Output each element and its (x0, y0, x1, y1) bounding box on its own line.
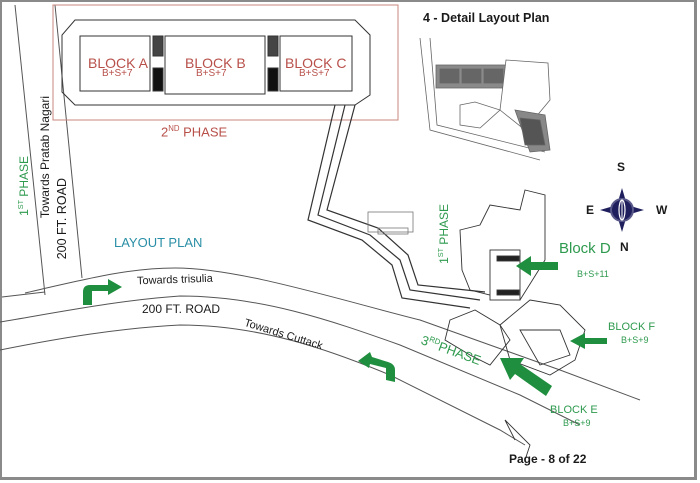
block-c-floors: B+S+7 (299, 68, 330, 79)
direction-arrows (83, 256, 607, 396)
phase-1-left-label: 1ST PHASE (16, 156, 31, 216)
compass-south: S (617, 160, 626, 174)
block-a-label: BLOCK A (88, 55, 148, 71)
page-number: Page - 8 of 22 (509, 452, 587, 466)
page-title: 4 - Detail Layout Plan (423, 11, 550, 25)
compass-rose-icon (600, 188, 644, 232)
block-f-label: BLOCK F (608, 321, 656, 333)
block-f-floors: B+S+9 (621, 335, 649, 345)
compass-north: N (620, 240, 629, 254)
block-e-floors: B+S+9 (563, 418, 591, 428)
block-b-floors: B+S+7 (196, 68, 227, 79)
block-e-label: BLOCK E (550, 404, 598, 416)
vertical-road-label: 200 FT. ROAD (55, 178, 69, 260)
horizontal-road-label: 200 FT. ROAD (142, 302, 221, 316)
compass-east: E (586, 203, 595, 217)
layout-plan-title: LAYOUT PLAN (114, 235, 203, 250)
phase-1-right-label: 1ST PHASE (436, 204, 451, 264)
road-200ft (0, 267, 641, 446)
phase-2-label: 2ND PHASE (161, 124, 228, 140)
block-b-label: BLOCK B (185, 55, 246, 71)
towards-pratab-nagari-label: Towards Pratab Nagari (38, 96, 52, 219)
block-c-label: BLOCK C (285, 55, 347, 71)
block-a-floors: B+S+7 (102, 68, 133, 79)
compass-west: W (656, 203, 668, 217)
block-d-floors: B+S+11 (577, 269, 609, 279)
inset-detail-map (419, 37, 551, 161)
block-d-label: Block D (559, 240, 611, 257)
